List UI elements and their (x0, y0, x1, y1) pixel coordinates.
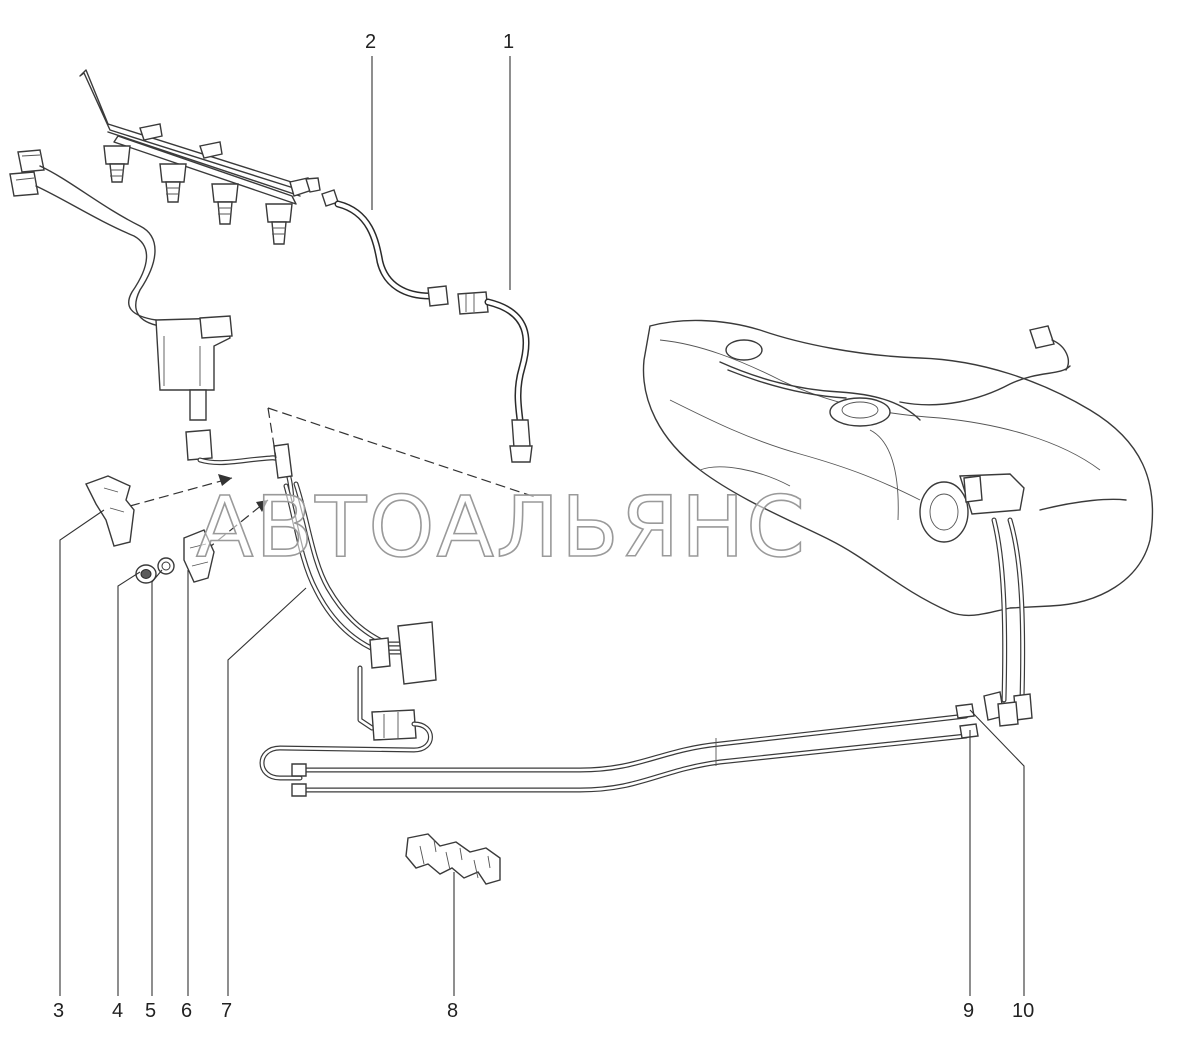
callout-5: 5 (145, 1000, 156, 1022)
callout-10: 10 (1012, 1000, 1034, 1022)
watermark-text: АВТОАЛЬЯНС (196, 478, 807, 576)
callout-9: 9 (963, 1000, 974, 1022)
leader-10 (969, 709, 1025, 996)
fuel-hose-1 (457, 291, 533, 463)
leader-7 (227, 587, 307, 996)
leader-3 (59, 509, 105, 996)
leader-lines (59, 56, 1025, 996)
callout-3: 3 (53, 1000, 64, 1022)
long-fuel-lines (291, 703, 979, 797)
callout-1: 1 (503, 31, 514, 53)
callout-labels: 1 2 3 4 5 6 7 8 9 10 (53, 31, 1034, 1022)
wiring-harness (9, 149, 233, 421)
filter-connector (185, 429, 295, 503)
fuel-rail-assembly (79, 69, 321, 245)
fuel-tank (642, 319, 1154, 727)
leader-4 (117, 571, 141, 996)
bracket-3 (85, 475, 135, 547)
callout-8: 8 (447, 1000, 458, 1022)
callout-6: 6 (181, 1000, 192, 1022)
leader-5 (151, 569, 163, 996)
fuel-lines-7 (259, 481, 437, 781)
callout-4: 4 (112, 1000, 123, 1022)
clip-6 (183, 529, 215, 583)
callout-7: 7 (221, 1000, 232, 1022)
assembly-guide-lines (129, 407, 539, 551)
callout-2: 2 (365, 31, 376, 53)
holder-8 (405, 833, 501, 885)
fuel-hose-2 (321, 189, 449, 307)
